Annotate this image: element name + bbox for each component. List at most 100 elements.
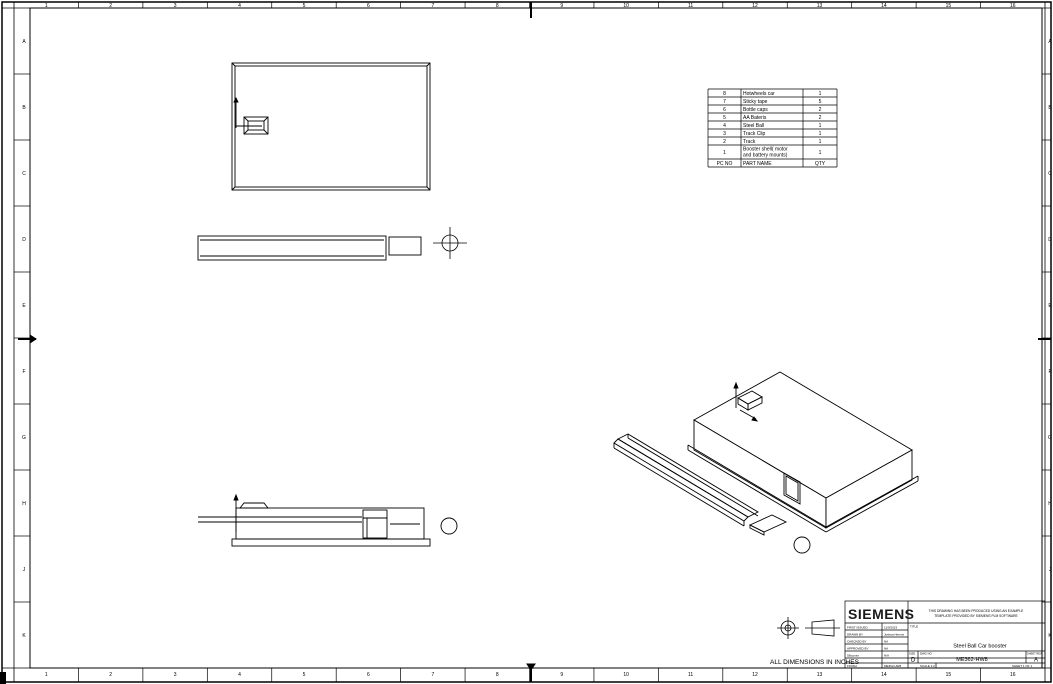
zone-column-label: 9 — [560, 3, 563, 9]
zone-column-label: 15 — [946, 3, 952, 9]
material-label: Siliconex — [847, 654, 860, 658]
zone-column-label: 8 — [496, 672, 499, 678]
centering-marks — [18, 2, 1051, 682]
zone-column-label: 16 — [1010, 672, 1016, 678]
title-block — [844, 600, 1046, 669]
zone-column-label: 13 — [817, 3, 823, 9]
sheet-label: SHEET 1 OF 1 — [1012, 664, 1032, 668]
parts-list-qty: 5 — [819, 99, 822, 105]
front-view — [197, 235, 422, 261]
steel-ball-iso — [793, 536, 811, 554]
inner-border — [29, 7, 1043, 669]
zone-column-label: 15 — [946, 672, 952, 678]
zone-row-label: G — [22, 435, 26, 441]
material-value: N/A — [884, 654, 889, 658]
zone-column-label: 12 — [752, 672, 758, 678]
zone-column-label: 13 — [817, 672, 823, 678]
zone-row-label: F — [1048, 369, 1051, 375]
zone-row-label: J — [23, 567, 26, 573]
parts-list-part-name: Hotwheels car — [743, 91, 775, 97]
zone-column-label: 5 — [303, 672, 306, 678]
zone-column-label: 2 — [109, 672, 112, 678]
zone-row-label: J — [1049, 567, 1052, 573]
zone-column-label: 5 — [303, 3, 306, 9]
drawn-by-value: Joshua Hermiz — [884, 633, 905, 637]
rev-value: A — [1034, 658, 1038, 664]
parts-list-pc-no: 5 — [723, 115, 726, 121]
zone-column-label: 6 — [367, 3, 370, 9]
steel-ball-side — [440, 517, 458, 535]
dwg-no-value: ME362-HW8 — [956, 657, 987, 663]
first-issued-value: 11/9/2023 — [884, 626, 897, 630]
zone-row-label: B — [1048, 105, 1052, 111]
top-view — [231, 62, 431, 191]
zone-column-label: 8 — [496, 3, 499, 9]
zone-column-label: 11 — [688, 672, 693, 678]
zone-column-label: 3 — [174, 3, 177, 9]
title-notice-line2: TEMPLATE PROVIDED BY SIEMENS PLM SOFTWAR… — [934, 614, 1018, 618]
parts-list-part-name: Booster shell( motor — [743, 147, 788, 153]
parts-list-header-part-name: PART NAME — [743, 161, 772, 167]
zone-row-label: E — [22, 303, 26, 309]
parts-list-part-name: AA Bateris — [743, 115, 767, 121]
zone-row-label: B — [22, 105, 26, 111]
parts-list-header-pc-no: PC NO — [717, 161, 733, 167]
size-value: D — [911, 658, 916, 664]
dwg-no-label: DWG NO — [920, 652, 933, 656]
parts-list-header: PC NO PART NAME QTY — [708, 158, 837, 167]
zone-column-label: 14 — [881, 3, 887, 9]
parts-list-pc-no: 1 — [723, 150, 726, 156]
scale-label: SCALE 1:2 — [920, 664, 935, 668]
zone-column-label: 7 — [431, 3, 434, 9]
title-notice-line1: THIS DRAWING HAS BEEN PRODUCED USING AN … — [929, 609, 1025, 613]
zone-row-label: C — [1048, 171, 1052, 177]
drawn-by-label: DRAWN BY — [847, 633, 863, 637]
parts-list-pc-no: 8 — [723, 91, 726, 97]
zone-row-label: A — [22, 39, 26, 45]
parts-list-pc-no: 4 — [723, 123, 726, 129]
zone-column-label: 3 — [174, 672, 177, 678]
checked-by-value: NA — [884, 640, 888, 644]
finish-value: ME362-HW8 — [884, 664, 902, 668]
zone-column-label: 4 — [238, 3, 241, 9]
parts-list-qty: 1 — [819, 139, 822, 145]
parts-list-qty: 1 — [819, 123, 822, 129]
zone-column-label: 10 — [623, 3, 629, 9]
parts-list-part-name: and battery mounts) — [743, 153, 788, 159]
parts-list-part-name: Track Clip — [743, 131, 766, 137]
parts-list-pc-no: 6 — [723, 107, 726, 113]
first-issued-label: FIRST ISSUED — [847, 626, 868, 630]
zone-column-label: 11 — [688, 3, 693, 9]
zone-column-label: 7 — [431, 672, 434, 678]
zone-row-label: D — [22, 237, 26, 243]
approved-by-label: APPROVED BY — [847, 647, 869, 651]
projection-symbol — [777, 617, 840, 639]
zone-row-label: K — [22, 633, 26, 639]
side-view — [198, 493, 431, 547]
zone-column-label: 1 — [45, 672, 48, 678]
zone-column-label: 4 — [238, 672, 241, 678]
parts-list-qty: 1 — [819, 91, 822, 97]
parts-list-part-name: Steel Ball — [743, 123, 764, 129]
zone-ticks — [14, 2, 1051, 682]
title-label: TITLE — [910, 625, 918, 629]
zone-row-label: F — [22, 369, 25, 375]
parts-list-header-qty: QTY — [815, 161, 826, 167]
siemens-logo: SIEMENS — [848, 606, 915, 622]
corner-mark-left — [0, 672, 6, 684]
centerline-symbol-upper — [433, 227, 467, 259]
zone-row-label: G — [1048, 435, 1052, 441]
parts-list-row: 8 Hotwheels car 1 — [708, 88, 837, 97]
size-label: SIZE — [909, 652, 915, 656]
